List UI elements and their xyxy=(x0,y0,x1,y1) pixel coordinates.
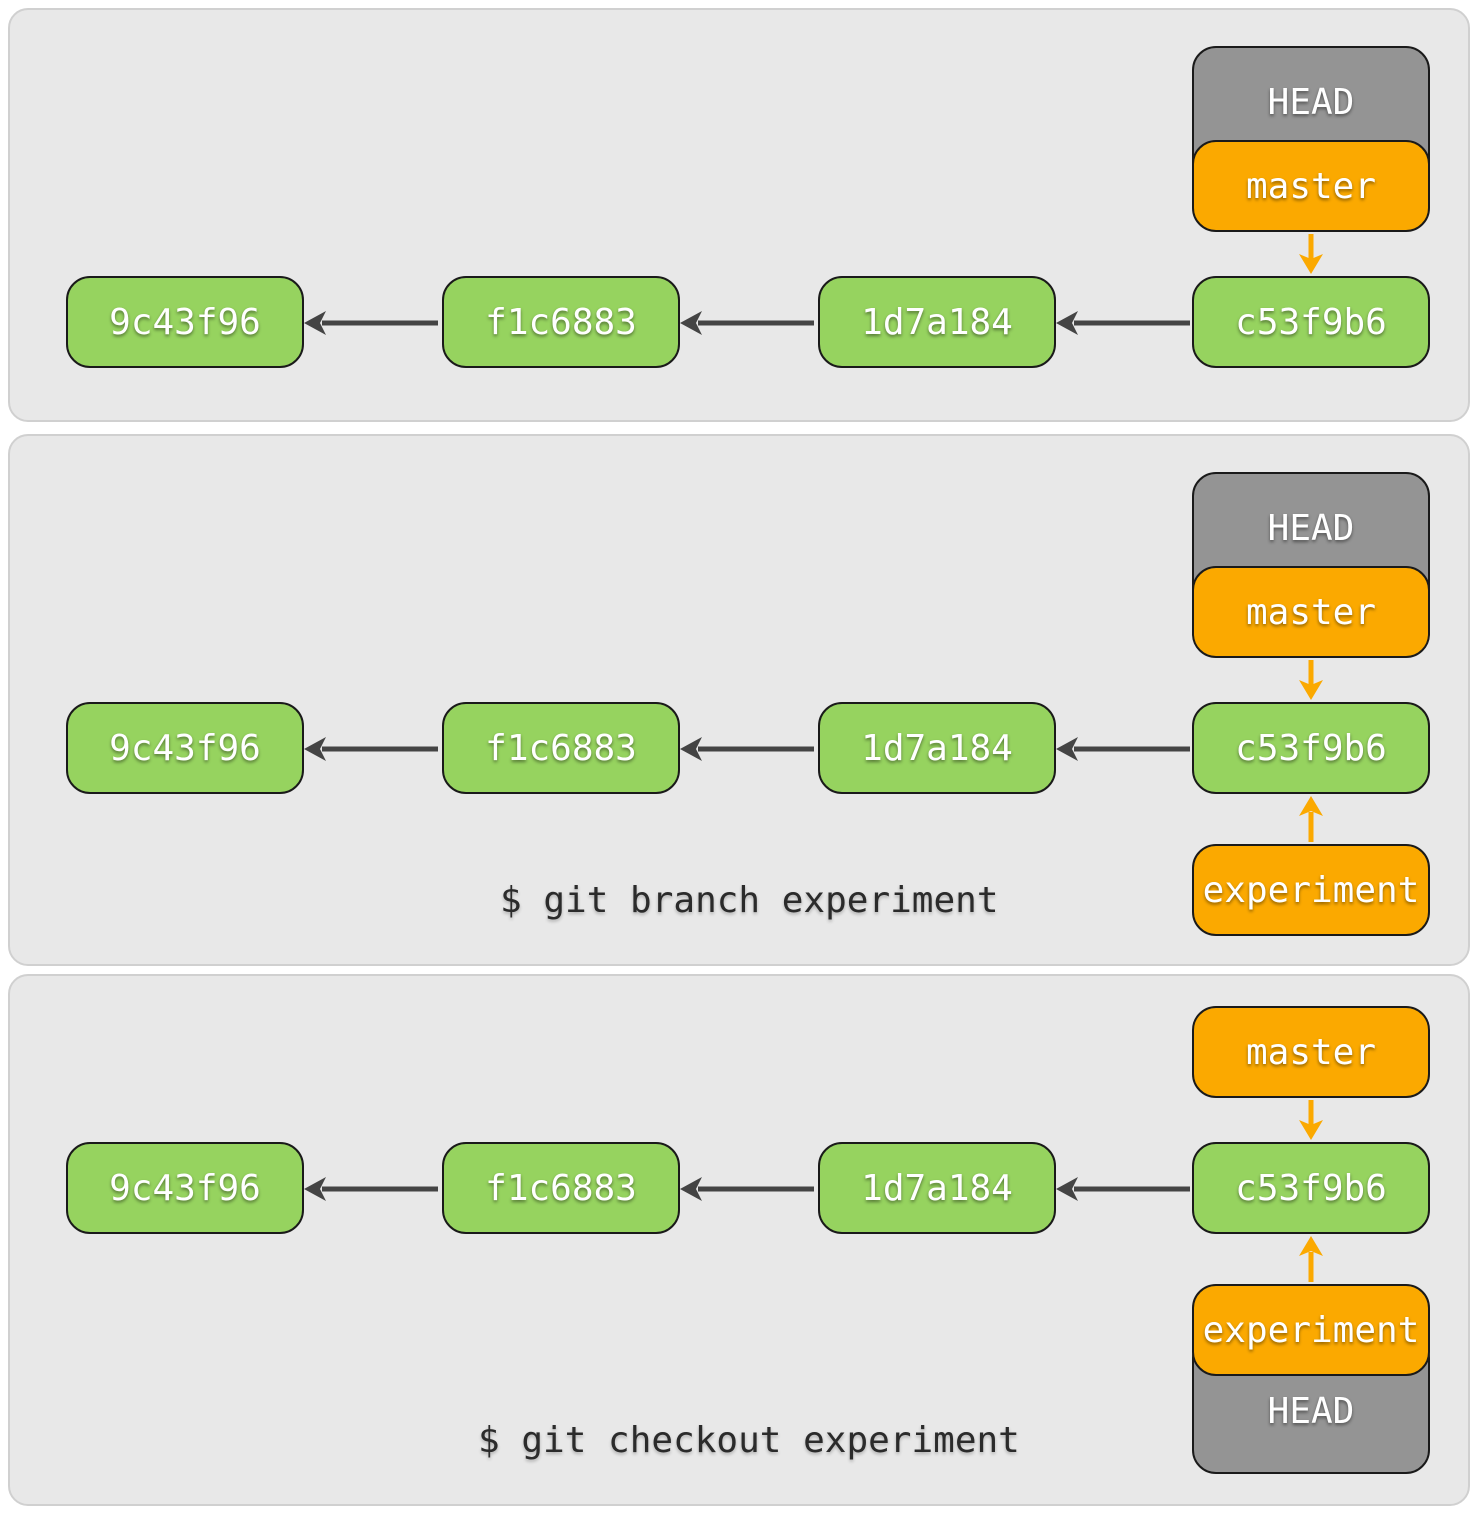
commit-node: f1c6883 xyxy=(442,702,680,794)
master-branch: master xyxy=(1192,566,1430,658)
commit-node: c53f9b6 xyxy=(1192,1142,1430,1234)
command-text: $ git checkout experiment xyxy=(478,1420,1020,1461)
commit-node: 1d7a184 xyxy=(818,276,1056,368)
master-branch: master xyxy=(1192,140,1430,232)
master-branch: master xyxy=(1192,1006,1430,1098)
commit-node: f1c6883 xyxy=(442,276,680,368)
commit-node: c53f9b6 xyxy=(1192,702,1430,794)
experiment-branch: experiment xyxy=(1192,844,1430,936)
command-text: $ git branch experiment xyxy=(500,880,999,921)
commit-node: 9c43f96 xyxy=(66,276,304,368)
commit-node: 1d7a184 xyxy=(818,702,1056,794)
commit-node: 9c43f96 xyxy=(66,702,304,794)
experiment-branch: experiment xyxy=(1192,1284,1430,1376)
commit-node: 1d7a184 xyxy=(818,1142,1056,1234)
commit-node: f1c6883 xyxy=(442,1142,680,1234)
commit-node: 9c43f96 xyxy=(66,1142,304,1234)
commit-node: c53f9b6 xyxy=(1192,276,1430,368)
